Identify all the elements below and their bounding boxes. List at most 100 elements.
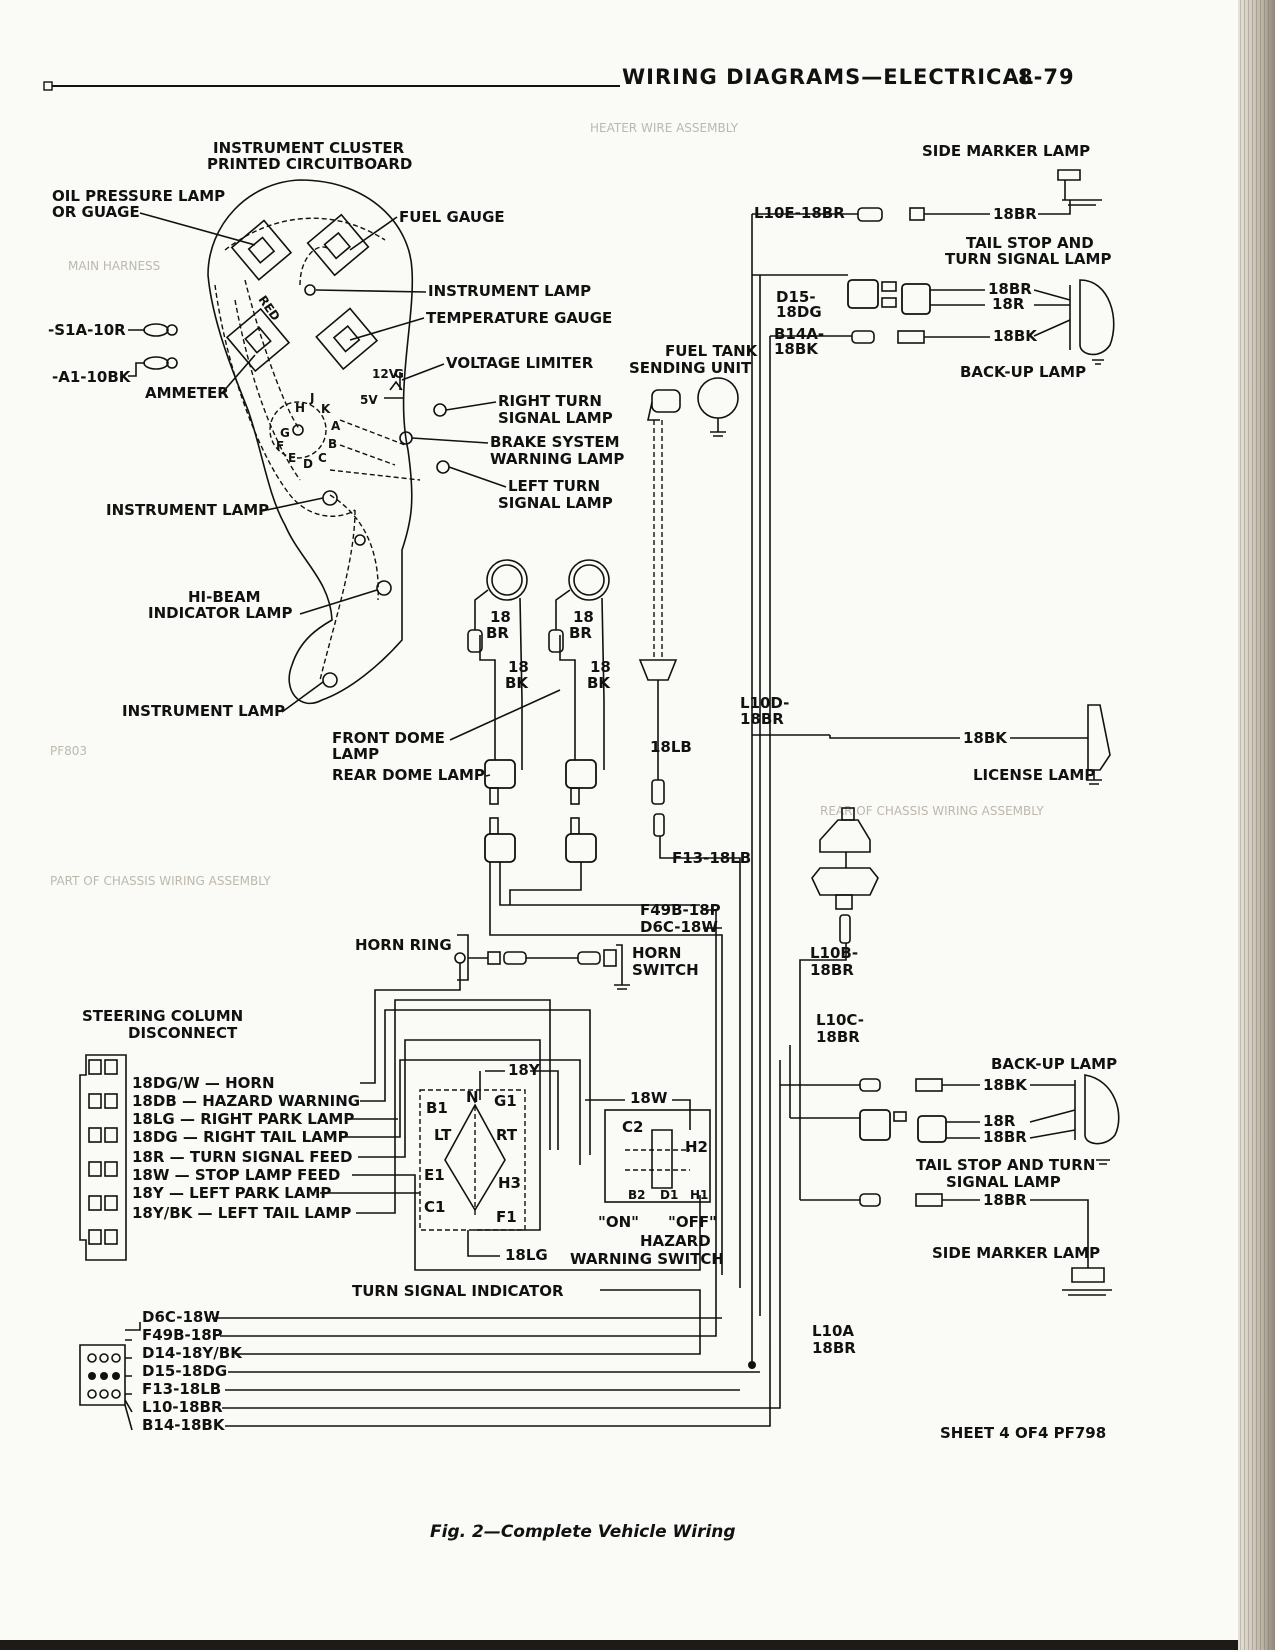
fuel-gauge-label: FUEL GAUGE	[399, 208, 505, 226]
horn-switch-label-1: HORN	[632, 944, 681, 962]
side-marker-top-label: SIDE MARKER LAMP	[922, 142, 1090, 160]
cluster-title-1: INSTRUMENT CLUSTER	[213, 139, 405, 157]
leader-line	[401, 363, 445, 381]
wire-code: 18	[573, 608, 594, 626]
svg-text:E: E	[288, 451, 296, 465]
disconnect-body	[79, 1054, 127, 1261]
horn-plug-mate	[503, 951, 527, 965]
steering-disconnect: STEERING COLUMN DISCONNECT 18DG/W — HORN…	[79, 999, 701, 1271]
terminal-c1: C1	[424, 1198, 445, 1216]
br-top-label: 18BR	[993, 205, 1037, 223]
front-dome-connector	[484, 759, 516, 789]
ghost-text: HEATER WIRE ASSEMBLY	[590, 121, 739, 135]
wire-right-tail: 18DG — RIGHT TAIL LAMP	[132, 1128, 349, 1146]
plug-mate	[915, 1193, 943, 1207]
fuel-sender: FUEL TANK SENDING UNIT 18LB F13-18LB	[629, 342, 759, 1288]
side-marker-top-icon	[1057, 169, 1102, 206]
l10a-label-b: 18BR	[812, 1339, 856, 1357]
l10b-label-a: L10B-	[810, 944, 858, 962]
tail-right-mate	[917, 1115, 947, 1143]
br-tail-label: 18BR	[988, 280, 1032, 298]
left-tail-wire	[356, 999, 551, 1214]
wire-turn-feed: 18R — TURN SIGNAL FEED	[132, 1148, 352, 1166]
leader-line	[221, 354, 256, 394]
circuit-trace	[329, 494, 379, 601]
page-edges	[1240, 0, 1270, 1650]
r-tail-label: 18R	[992, 295, 1025, 313]
l10c-label-b: 18BR	[816, 1028, 860, 1046]
leader-line	[445, 401, 497, 411]
horn-switch-icon	[614, 944, 630, 990]
terminal-h1: H1	[690, 1188, 708, 1202]
dome-plug	[467, 629, 483, 653]
tail-right-label-2: SIGNAL LAMP	[946, 1173, 1061, 1191]
bulk-wire-d14: D14-18Y/BK	[142, 1344, 243, 1362]
disconnect-wire-list: 18DG/W — HORN 18DB — HAZARD WARNING 18LG…	[132, 1074, 360, 1222]
horn-plug	[487, 951, 501, 965]
a1-terminal	[143, 356, 169, 370]
circuit-trace	[214, 284, 356, 517]
l10d-label-a: L10D-	[740, 694, 789, 712]
wiring-diagram: HEATER WIRE ASSEMBLY MAIN HARNESS PF803 …	[43, 65, 1120, 1542]
bulk-wire-f13: F13-18LB	[142, 1380, 221, 1398]
corner-mark	[43, 81, 53, 91]
horn-switch-label-2: SWITCH	[632, 961, 699, 979]
5v-label: 5V	[360, 393, 378, 407]
tail-right-connector	[859, 1109, 891, 1141]
terminal-d1: D1	[660, 1188, 678, 1202]
s1a-label: -S1A-10R	[48, 321, 126, 339]
terminal-h2: H2	[685, 1138, 708, 1156]
svg-text:A: A	[331, 419, 341, 433]
a1-label: -A1-10BK	[52, 368, 132, 386]
figure-caption: Fig. 2—Complete Vehicle Wiring	[430, 1522, 736, 1542]
ammeter-pad	[225, 307, 291, 373]
ground-icon	[1096, 1159, 1110, 1165]
terminal-n: N	[466, 1088, 479, 1106]
f49b-bottom-run	[220, 1305, 717, 1337]
wire-hazard: 18DB — HAZARD WARNING	[132, 1092, 360, 1110]
wire-left-tail: 18Y/BK — LEFT TAIL LAMP	[132, 1204, 351, 1222]
tail-lamp-icon	[1079, 279, 1115, 356]
leader-line	[139, 212, 256, 246]
harness-rails	[748, 213, 860, 1369]
svg-text:F: F	[276, 439, 284, 453]
oil-gauge-pad	[230, 219, 293, 281]
cluster-connector	[269, 401, 327, 459]
bleed-through: HEATER WIRE ASSEMBLY MAIN HARNESS PF803 …	[50, 121, 1044, 888]
right-turn-bulb	[433, 403, 447, 417]
hibeam-label-1: HI-BEAM	[188, 588, 261, 606]
voltage-limiter-label: VOLTAGE LIMITER	[446, 354, 594, 372]
license-wire-code: 18BK	[963, 729, 1008, 747]
terminal-g1: G1	[494, 1092, 517, 1110]
leader-line	[448, 466, 507, 488]
sheet-note: SHEET 4 OF4 PF798	[940, 1424, 1106, 1442]
grommet	[638, 659, 678, 681]
front-dome-mating	[484, 833, 516, 863]
front-dome-label-1: FRONT DOME	[332, 729, 445, 747]
tail-right-label-1: TAIL STOP AND TURN	[916, 1156, 1095, 1174]
leader-line	[449, 689, 561, 741]
r-right-label: 18R	[983, 1112, 1016, 1130]
b14a-label-b: 18BK	[774, 340, 819, 358]
backup-top-label: BACK-UP LAMP	[960, 363, 1086, 381]
terminal-b2: B2	[628, 1188, 646, 1202]
ground-icon	[1086, 770, 1102, 785]
wire-stop-feed: 18W — STOP LAMP FEED	[132, 1166, 340, 1184]
horn-ring-icon	[457, 934, 469, 981]
a1-wire	[128, 362, 145, 377]
horn-ring-label: HORN RING	[355, 936, 452, 954]
18w-label: 18W	[630, 1089, 668, 1107]
left-turn-label-2: SIGNAL LAMP	[498, 494, 613, 512]
ammeter-label: AMMETER	[145, 384, 229, 402]
ghost-text: PF803	[50, 744, 87, 758]
terminal-c2: C2	[622, 1118, 643, 1136]
l10c-label-a: L10C-	[816, 1011, 864, 1029]
rear-lamps-upper: SIDE MARKER LAMP L10E-18BR 18BR TAIL STO…	[740, 142, 1115, 728]
oil-label-1: OIL PRESSURE LAMP	[52, 187, 225, 205]
tail-connector	[847, 279, 879, 309]
wire-right-park: 18LG — RIGHT PARK LAMP	[132, 1110, 354, 1128]
leader-line	[411, 437, 489, 444]
instrument-lamp-left-bulb	[322, 490, 338, 506]
ghost-text: PART OF CHASSIS WIRING ASSEMBLY	[50, 874, 271, 888]
brake-label-1: BRAKE SYSTEM	[490, 433, 620, 451]
